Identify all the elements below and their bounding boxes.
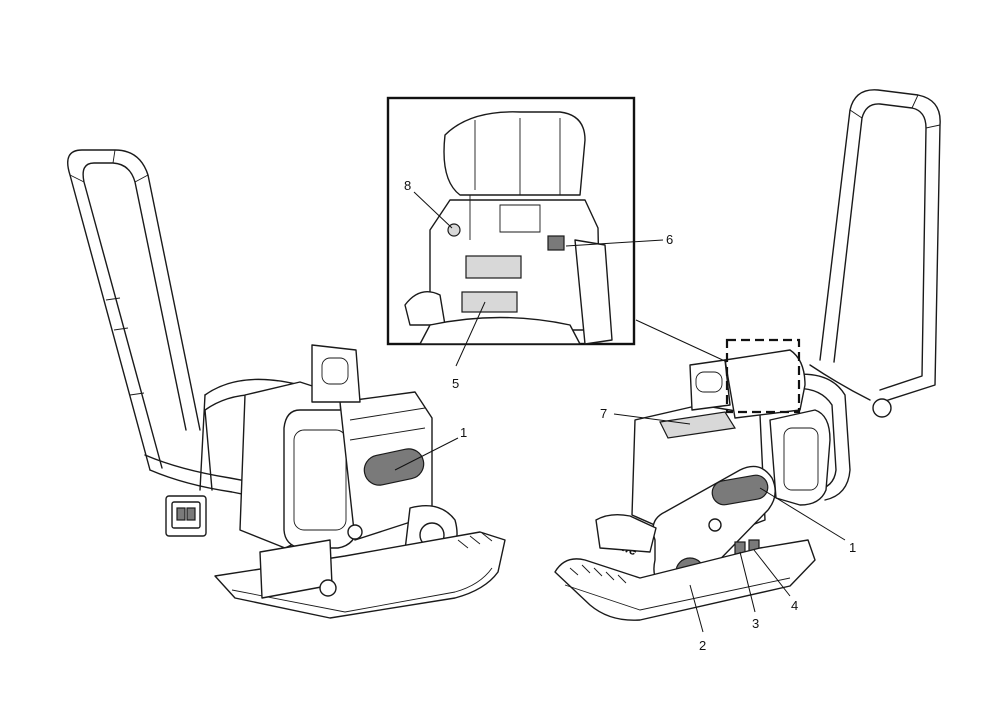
callout-1-right: 1 — [849, 540, 856, 555]
label-7-right — [659, 411, 736, 439]
callout-2: 2 — [699, 638, 706, 653]
label-5-sticker — [461, 291, 518, 313]
leader-lines — [394, 191, 846, 633]
callout-numbers: 1 1 2 3 4 5 6 7 8 — [404, 178, 856, 653]
left-engine-housing — [239, 344, 458, 564]
callout-5: 5 — [452, 376, 459, 391]
callout-1-left: 1 — [460, 425, 467, 440]
detail-highlight-box — [725, 338, 801, 414]
label-6-sticker — [547, 235, 565, 251]
left-machine-view — [67, 149, 506, 619]
left-handle — [67, 149, 263, 499]
right-machine-view: Belle — [554, 89, 941, 621]
callout-3: 3 — [752, 616, 759, 631]
left-switch-box — [165, 495, 207, 537]
right-base-plate — [554, 539, 816, 621]
left-base-plate — [214, 531, 506, 619]
label-1-right — [711, 474, 769, 506]
callout-8: 8 — [404, 178, 411, 193]
label-5-top-sticker — [465, 255, 522, 279]
right-handle — [809, 89, 941, 418]
inset-connector-line — [635, 319, 728, 363]
callout-4: 4 — [791, 598, 798, 613]
callout-7: 7 — [600, 406, 607, 421]
callout-6: 6 — [666, 232, 673, 247]
inset-detail — [386, 96, 636, 346]
label-1-left — [363, 448, 425, 486]
